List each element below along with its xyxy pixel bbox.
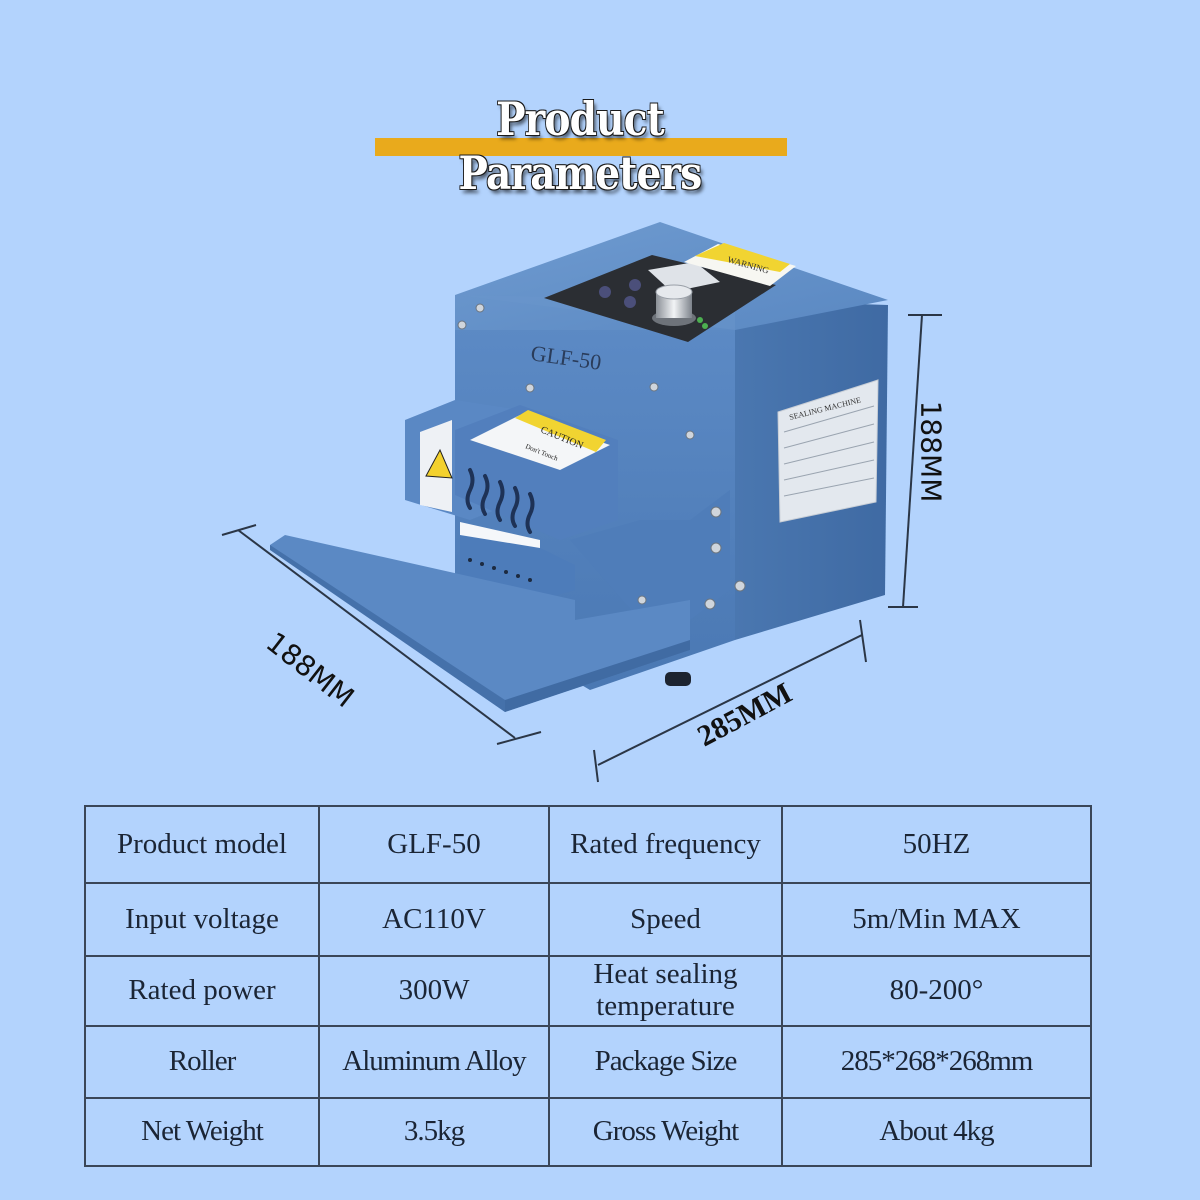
spec-label: Net Weight bbox=[84, 1097, 320, 1167]
spec-label: Roller bbox=[84, 1025, 320, 1099]
spec-value: 50HZ bbox=[781, 805, 1092, 884]
spec-label: Package Size bbox=[548, 1025, 783, 1099]
spec-value: 285*268*268mm bbox=[781, 1025, 1092, 1099]
title-underline-bar bbox=[375, 138, 787, 156]
spec-value: 80-200° bbox=[781, 955, 1092, 1027]
spec-label: Rated power bbox=[84, 955, 320, 1027]
title-text: Product Parameters bbox=[458, 92, 703, 200]
spec-label: Speed bbox=[548, 882, 783, 957]
table-row: Net Weight 3.5kg Gross Weight About 4kg bbox=[84, 1097, 1092, 1167]
spec-value: About 4kg bbox=[781, 1097, 1092, 1167]
spec-label: Product model bbox=[84, 805, 320, 884]
spec-value: Aluminum Alloy bbox=[318, 1025, 550, 1099]
table-row: Rated power 300W Heat sealing temperatur… bbox=[84, 955, 1092, 1027]
spec-value: GLF-50 bbox=[318, 805, 550, 884]
spec-label: Input voltage bbox=[84, 882, 320, 957]
spec-label: Gross Weight bbox=[548, 1097, 783, 1167]
table-row: Roller Aluminum Alloy Package Size 285*2… bbox=[84, 1025, 1092, 1099]
spec-value: 300W bbox=[318, 955, 550, 1027]
sealing-machine-image: WARNING GLF-50 SEALING MACHINE CAUTION D… bbox=[221, 222, 942, 783]
table-row: Product model GLF-50 Rated frequency 50H… bbox=[84, 805, 1092, 884]
table-row: Input voltage AC110V Speed 5m/Min MAX bbox=[84, 882, 1092, 957]
dimension-height-label: 188MM bbox=[914, 400, 948, 503]
page-title: Product Parameters bbox=[360, 92, 800, 200]
spec-label: Heat sealing temperature bbox=[548, 955, 783, 1027]
spec-label: Rated frequency bbox=[548, 805, 783, 884]
specs-table: Product model GLF-50 Rated frequency 50H… bbox=[84, 805, 1092, 1167]
spec-value: 5m/Min MAX bbox=[781, 882, 1092, 957]
spec-value: AC110V bbox=[318, 882, 550, 957]
spec-value: 3.5kg bbox=[318, 1097, 550, 1167]
